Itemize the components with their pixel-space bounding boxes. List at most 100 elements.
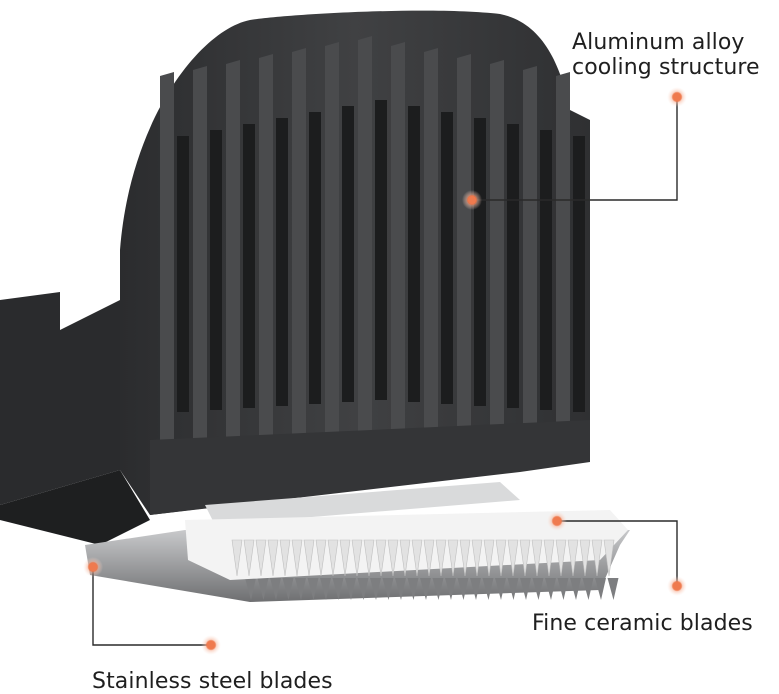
- ceramic-tooth: [363, 539, 375, 577]
- steel-tooth: [545, 578, 556, 600]
- steel-tooth: [382, 578, 394, 600]
- clipper-base-front: [0, 470, 150, 545]
- clipper-base-housing: [0, 292, 120, 505]
- steel-tooth: [557, 578, 569, 600]
- ceramic-tooth: [291, 539, 303, 577]
- ceramic-tooth: [447, 539, 459, 577]
- cooling-slot: [540, 130, 552, 410]
- cooling-slot: [507, 124, 519, 408]
- ceramic-tooth: [435, 539, 447, 577]
- steel-tooth: [320, 578, 331, 600]
- cooling-slot: [276, 118, 288, 406]
- steel-tooth: [407, 578, 419, 600]
- ceramic-tooth: [603, 539, 615, 577]
- aluminum-label-line1: Aluminum alloy: [572, 30, 745, 55]
- ceramic-leader-line: [557, 520, 678, 585]
- ceramic-tooth: [531, 539, 543, 577]
- ceramic-tooth: [483, 539, 495, 577]
- steel-tooth: [420, 578, 431, 600]
- marker-dot: [667, 576, 687, 596]
- marker-dot: [667, 87, 687, 107]
- ceramic-tooth: [303, 539, 315, 577]
- ceramic-tooth: [591, 539, 603, 577]
- steel-tooth: [270, 578, 281, 600]
- cooling-fin: [160, 72, 174, 444]
- cooling-slot: [177, 136, 189, 412]
- cooling-slot: [441, 112, 453, 404]
- steel-tooth: [445, 578, 456, 600]
- steel-blade-teeth: [245, 578, 619, 600]
- ceramic-blade-holder: [205, 482, 520, 525]
- ceramic-tooth: [339, 539, 351, 577]
- steel-tooth: [345, 578, 356, 600]
- ceramic-tooth: [411, 539, 423, 577]
- ceramic-tooth: [267, 539, 279, 577]
- marker-dot: [201, 635, 221, 655]
- head-lower-frame: [150, 420, 590, 515]
- cooling-fin: [424, 48, 438, 444]
- steel-blades-label: Stainless steel blades: [92, 669, 333, 694]
- ceramic-tooth: [459, 539, 471, 577]
- steel-tooth: [245, 578, 256, 600]
- ceramic-blade-teeth: [231, 539, 615, 577]
- steel-leader-line: [92, 568, 210, 646]
- cooling-fin: [457, 54, 471, 444]
- cooling-fin: [490, 60, 504, 444]
- steel-tooth: [357, 578, 369, 600]
- marker-dot: [547, 511, 567, 531]
- steel-tooth: [257, 578, 269, 600]
- steel-tooth: [582, 578, 594, 600]
- cooling-slot: [573, 136, 585, 412]
- ceramic-tooth: [255, 539, 267, 577]
- steel-tooth: [295, 578, 306, 600]
- steel-tooth: [570, 578, 581, 600]
- cooling-slot: [342, 106, 354, 402]
- ceramic-tooth: [543, 539, 555, 577]
- steel-tooth: [520, 578, 531, 600]
- ceramic-blades-label: Fine ceramic blades: [532, 611, 753, 636]
- marker-dot: [462, 190, 482, 210]
- steel-tooth: [470, 578, 481, 600]
- cooling-slot: [309, 112, 321, 404]
- steel-tooth: [607, 578, 619, 600]
- ceramic-tooth: [351, 539, 363, 577]
- steel-tooth: [432, 578, 444, 600]
- cooling-fin: [193, 66, 207, 444]
- ceramic-tooth: [567, 539, 579, 577]
- cooling-fin: [259, 54, 273, 444]
- ceramic-tooth: [243, 539, 255, 577]
- ceramic-tooth: [399, 539, 411, 577]
- ceramic-tooth: [495, 539, 507, 577]
- ceramic-tooth: [471, 539, 483, 577]
- cooling-slot: [375, 100, 387, 400]
- cooling-fin: [292, 48, 306, 444]
- cooling-fin: [358, 36, 372, 444]
- cooling-slot: [408, 106, 420, 402]
- ceramic-tooth: [519, 539, 531, 577]
- steel-tooth: [482, 578, 494, 600]
- ceramic-tooth: [387, 539, 399, 577]
- steel-tooth: [282, 578, 294, 600]
- steel-tooth: [332, 578, 344, 600]
- ceramic-tooth: [327, 539, 339, 577]
- aluminum-label-line2: cooling structure: [572, 55, 760, 80]
- steel-tooth: [307, 578, 319, 600]
- steel-tooth: [532, 578, 544, 600]
- cooling-fin: [226, 60, 240, 444]
- steel-tooth: [495, 578, 506, 600]
- cooling-fin: [523, 66, 537, 444]
- ceramic-tooth: [315, 539, 327, 577]
- steel-tooth: [457, 578, 469, 600]
- steel-tooth: [370, 578, 381, 600]
- aluminum-cooling-label: Aluminum alloy cooling structure: [572, 30, 760, 80]
- cooling-slot: [210, 130, 222, 410]
- aluminum-leader-line: [472, 98, 678, 201]
- ceramic-tooth: [279, 539, 291, 577]
- steel-tooth: [395, 578, 406, 600]
- ceramic-tooth: [231, 539, 243, 577]
- cooling-fins: [160, 36, 585, 444]
- marker-dot: [83, 557, 103, 577]
- cooling-fin: [325, 42, 339, 444]
- steel-tooth: [507, 578, 519, 600]
